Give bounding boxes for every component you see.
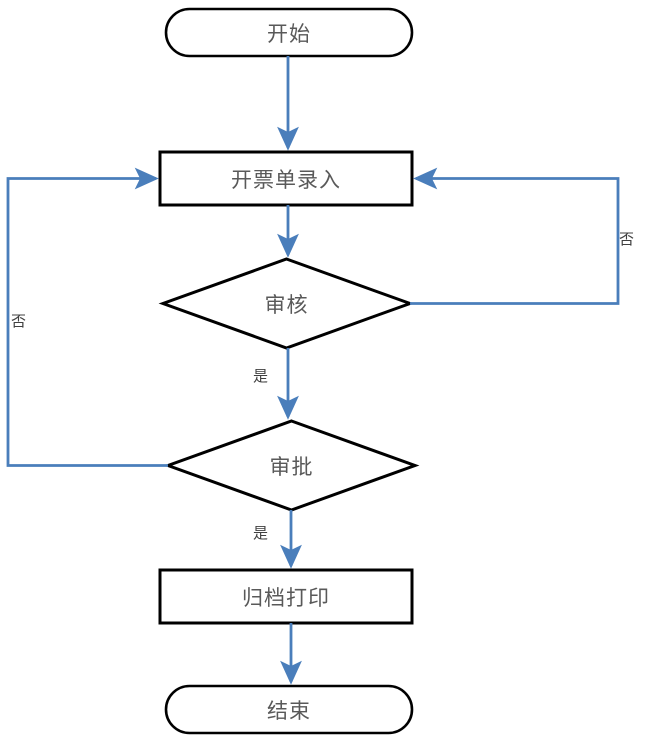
edge-review-no-entry bbox=[410, 167, 620, 305]
node-archive-shape[interactable] bbox=[158, 568, 414, 625]
node-end-shape[interactable] bbox=[164, 684, 414, 735]
node-approve-shape[interactable] bbox=[163, 419, 420, 512]
node-review-shape[interactable] bbox=[158, 257, 415, 350]
node-entry-shape[interactable] bbox=[158, 150, 414, 207]
node-start-shape[interactable] bbox=[164, 7, 414, 58]
edge-approve-no-entry bbox=[6, 167, 168, 467]
